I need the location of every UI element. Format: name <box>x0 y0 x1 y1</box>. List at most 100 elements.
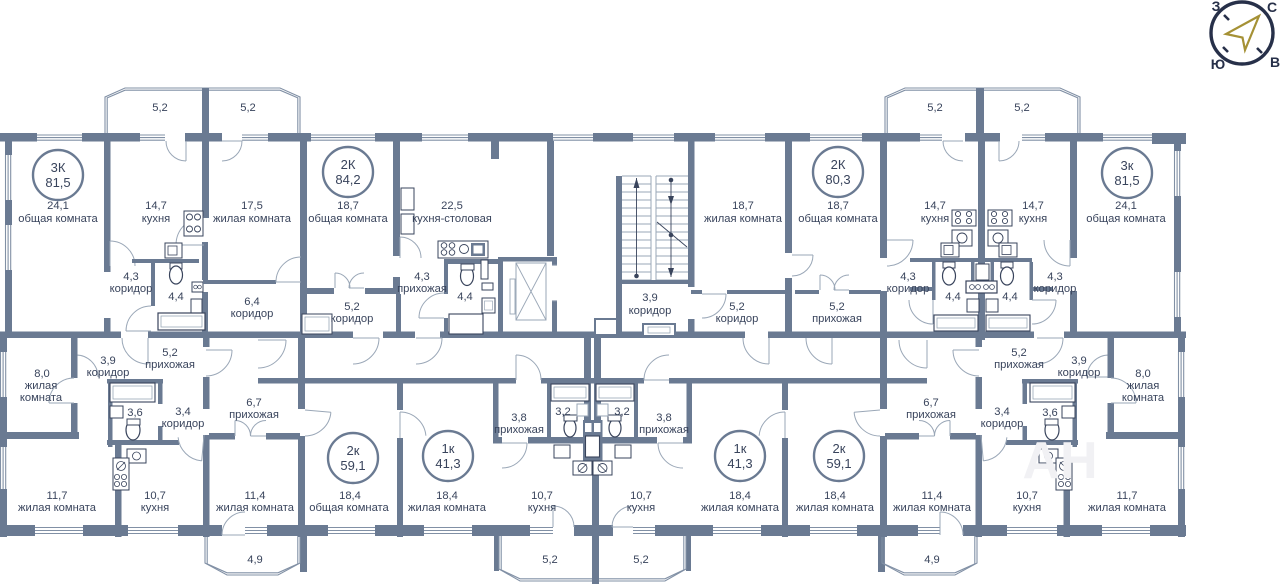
svg-text:2к: 2к <box>347 443 360 458</box>
svg-text:5,2: 5,2 <box>152 102 168 114</box>
svg-text:18,4: 18,4 <box>436 490 458 502</box>
svg-text:11,7: 11,7 <box>47 490 68 502</box>
svg-text:АН: АН <box>1022 432 1097 490</box>
svg-text:5,2: 5,2 <box>1011 347 1027 359</box>
svg-text:коридор: коридор <box>629 305 672 317</box>
svg-text:11,7: 11,7 <box>1117 490 1138 502</box>
svg-text:3,4: 3,4 <box>175 406 191 418</box>
svg-text:10,7: 10,7 <box>144 490 166 502</box>
svg-text:прихожая: прихожая <box>994 359 1044 371</box>
svg-text:прихожая: прихожая <box>397 283 447 295</box>
svg-text:2К: 2К <box>341 157 356 172</box>
svg-text:59,1: 59,1 <box>340 458 365 473</box>
svg-text:17,5: 17,5 <box>241 200 263 212</box>
svg-text:2К: 2К <box>831 157 846 172</box>
svg-text:5,2: 5,2 <box>729 301 745 313</box>
svg-text:кухня: кухня <box>141 502 169 514</box>
svg-text:8,0: 8,0 <box>34 368 50 380</box>
svg-text:комната: комната <box>1122 392 1165 404</box>
svg-text:З: З <box>1212 0 1221 14</box>
svg-text:8,0: 8,0 <box>1135 368 1151 380</box>
svg-text:6,4: 6,4 <box>244 296 260 308</box>
svg-text:жилая комната: жилая комната <box>216 502 295 514</box>
svg-text:3,2: 3,2 <box>555 406 571 418</box>
svg-text:14,7: 14,7 <box>1022 200 1044 212</box>
svg-text:общая комната: общая комната <box>18 213 98 225</box>
svg-text:18,4: 18,4 <box>824 490 846 502</box>
svg-text:41,3: 41,3 <box>435 456 460 471</box>
svg-text:3,6: 3,6 <box>1042 407 1058 419</box>
svg-text:прихожая: прихожая <box>812 313 862 325</box>
svg-text:коридор: коридор <box>162 418 205 430</box>
svg-text:2к: 2к <box>833 441 846 456</box>
svg-text:6,7: 6,7 <box>246 397 262 409</box>
svg-text:прихожая: прихожая <box>494 424 544 436</box>
svg-text:коридор: коридор <box>716 313 759 325</box>
svg-text:11,4: 11,4 <box>245 490 266 502</box>
svg-text:С: С <box>1267 0 1277 15</box>
svg-text:3К: 3К <box>51 160 66 175</box>
svg-text:коридор: коридор <box>331 313 374 325</box>
svg-text:3,9: 3,9 <box>100 355 116 367</box>
svg-text:4,9: 4,9 <box>247 554 263 566</box>
svg-text:4,4: 4,4 <box>457 291 473 303</box>
svg-text:кухня: кухня <box>528 502 556 514</box>
svg-text:81,5: 81,5 <box>1114 173 1139 188</box>
svg-text:жилая комната: жилая комната <box>701 502 780 514</box>
svg-text:комната: комната <box>20 392 63 404</box>
svg-text:24,1: 24,1 <box>47 200 69 212</box>
svg-text:5,2: 5,2 <box>542 554 558 566</box>
svg-text:10,7: 10,7 <box>531 490 553 502</box>
svg-text:кухня: кухня <box>1013 502 1041 514</box>
svg-text:22,5: 22,5 <box>441 200 463 212</box>
svg-text:5,2: 5,2 <box>344 301 360 313</box>
svg-text:84,2: 84,2 <box>335 172 360 187</box>
svg-text:коридор: коридор <box>231 308 274 320</box>
svg-text:жилая комната: жилая комната <box>893 502 972 514</box>
svg-text:5,2: 5,2 <box>1014 102 1030 114</box>
svg-text:3,9: 3,9 <box>1071 355 1087 367</box>
svg-text:5,2: 5,2 <box>240 102 256 114</box>
svg-text:общая комната: общая комната <box>798 213 878 225</box>
svg-text:4,4: 4,4 <box>1002 291 1018 303</box>
svg-text:В: В <box>1270 54 1280 70</box>
svg-text:прихожая: прихожая <box>906 409 956 421</box>
svg-text:3,6: 3,6 <box>127 407 143 419</box>
svg-text:4,4: 4,4 <box>945 291 961 303</box>
svg-text:жилая комната: жилая комната <box>213 213 292 225</box>
svg-text:3,8: 3,8 <box>656 412 672 424</box>
svg-text:общая комната: общая комната <box>308 213 388 225</box>
svg-text:5,2: 5,2 <box>829 301 845 313</box>
svg-text:18,7: 18,7 <box>827 200 849 212</box>
svg-text:коридор: коридор <box>1034 283 1077 295</box>
svg-text:3,4: 3,4 <box>994 406 1010 418</box>
svg-text:18,7: 18,7 <box>337 200 359 212</box>
svg-text:4,9: 4,9 <box>924 554 940 566</box>
svg-text:4,3: 4,3 <box>1047 271 1063 283</box>
svg-text:прихожая: прихожая <box>229 409 279 421</box>
svg-text:4,3: 4,3 <box>900 271 916 283</box>
svg-text:жилая комната: жилая комната <box>18 502 97 514</box>
svg-text:Ю: Ю <box>1211 56 1225 72</box>
svg-text:кухня: кухня <box>142 213 170 225</box>
svg-text:11,4: 11,4 <box>922 490 943 502</box>
svg-text:жилая: жилая <box>1127 380 1160 392</box>
svg-text:коридор: коридор <box>110 283 153 295</box>
svg-text:коридор: коридор <box>981 418 1024 430</box>
svg-text:80,3: 80,3 <box>825 172 850 187</box>
svg-text:24,1: 24,1 <box>1115 200 1137 212</box>
svg-text:жилая комната: жилая комната <box>1088 502 1167 514</box>
svg-text:жилая комната: жилая комната <box>796 502 875 514</box>
svg-text:14,7: 14,7 <box>924 200 946 212</box>
svg-text:общая комната: общая комната <box>1086 213 1166 225</box>
svg-text:14,7: 14,7 <box>145 200 167 212</box>
svg-text:5,2: 5,2 <box>633 554 649 566</box>
svg-text:коридор: коридор <box>87 367 130 379</box>
svg-text:5,2: 5,2 <box>927 102 943 114</box>
svg-text:1к: 1к <box>442 441 455 456</box>
svg-text:кухня: кухня <box>921 213 949 225</box>
svg-text:общая комната: общая комната <box>309 502 389 514</box>
svg-text:3,2: 3,2 <box>614 406 630 418</box>
svg-text:18,7: 18,7 <box>732 200 754 212</box>
svg-text:18,4: 18,4 <box>339 490 361 502</box>
